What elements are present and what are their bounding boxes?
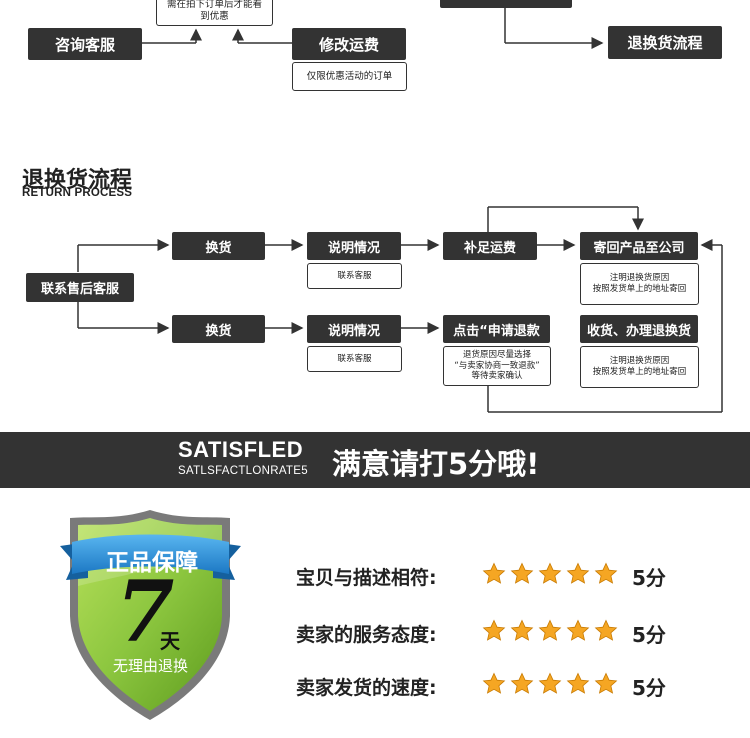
row1-shipping-box: 补足运费 [443,232,537,260]
return-flow-label: 退换货流程 [627,34,703,52]
satisfaction-banner [0,432,750,488]
banner-title-en: SATISFLED [178,437,304,462]
row2-apply-refund-box: 点击“申请退款 [443,315,550,343]
row1-send-back-note: 注明退换货原因 按照发货单上的地址寄回 [580,263,699,305]
star-icon [482,562,506,584]
rating-score-shipping: 5分 [632,676,666,700]
row2-receive-note: 注明退换货原因 按照发货单上的地址寄回 [580,346,699,388]
consult-service-label: 咨询客服 [54,35,115,54]
row1-shipping-label: 补足运费 [463,240,516,256]
star-icon [538,562,562,584]
discount-note-text: 需在拍下订单后才能看到优惠 [166,0,262,22]
star-icon [482,619,506,641]
shield-day-text: 天 [160,629,180,653]
shield-bottom-text: 无理由退换 [113,657,189,675]
star-icon [566,562,590,584]
row2-apply-note-text: 退货原因尽量选择 “与卖家协商一致退款” 等待卖家确认 [454,350,540,382]
rating-score-description: 5分 [632,566,666,590]
row1-explain-note-text: 联系客服 [337,270,372,281]
star-icon [510,619,534,641]
modify-shipping-note-text: 仅限优惠活动的订单 [306,70,393,82]
contact-aftersales-box: 联系售后客服 [26,273,134,302]
rating-label-shipping: 卖家发货的速度: [296,677,437,699]
discount-note: 需在拍下订单后才能看到优惠 [156,0,273,26]
row2-explain-box: 说明情况 [307,315,401,343]
row2-receive-note-text: 注明退换货原因 按照发货单上的地址寄回 [592,356,687,377]
modify-shipping-note: 仅限优惠活动的订单 [292,62,407,91]
row1-explain-box: 说明情况 [307,232,401,260]
consult-service-box: 咨询客服 [28,28,142,60]
row2-explain-note-text: 联系客服 [337,353,372,364]
star-icon [482,672,506,694]
star-icon [566,619,590,641]
rating-stars-service [482,619,618,643]
rating-score-service: 5分 [632,623,666,647]
modify-shipping-box: 修改运费 [292,28,406,60]
row2-apply-note: 退货原因尽量选择 “与卖家协商一致退款” 等待卖家确认 [443,346,551,386]
row2-explain-note: 联系客服 [307,346,402,372]
rating-label-description: 宝贝与描述相符: [296,567,437,589]
row1-send-back-box: 寄回产品至公司 [580,232,698,260]
star-icon [510,672,534,694]
banner-title-cn: 满意请打5分哦! [332,447,540,481]
row1-send-back-label: 寄回产品至公司 [593,240,685,256]
rating-label-service: 卖家的服务态度: [296,624,437,646]
row2-exchange-label: 换货 [205,323,232,339]
guarantee-shield-icon [60,510,241,720]
shield-ribbon-text: 正品保障 [106,550,198,576]
row2-exchange-box: 换货 [172,315,265,343]
row1-exchange-label: 换货 [205,240,232,256]
star-icon [566,672,590,694]
star-icon [538,619,562,641]
banner-subtitle-en: SATLSFACTLONRATE5 [178,465,308,477]
row1-exchange-box: 换货 [172,232,265,260]
row2-apply-refund-label: 点击“申请退款 [453,323,540,339]
star-icon [538,672,562,694]
row1-explain-label: 说明情况 [327,240,380,256]
row2-explain-label: 说明情况 [327,323,380,339]
star-icon [594,562,618,584]
star-icon [594,619,618,641]
star-icon [510,562,534,584]
rating-stars-description [482,562,618,586]
shield-big-number: 7 [116,562,175,661]
row1-explain-note: 联系客服 [307,263,402,289]
flow-connectors [77,8,723,413]
modify-shipping-label: 修改运费 [318,35,379,54]
contact-aftersales-label: 联系售后客服 [40,282,119,297]
rating-stars-shipping [482,672,618,696]
return-flow-box: 退换货流程 [608,26,722,59]
row2-receive-box: 收货、办理退换货 [580,315,698,343]
star-icon [594,672,618,694]
process-subtitle: RETURN PROCESS [22,187,133,199]
row1-send-back-note-text: 注明退换货原因 按照发货单上的地址寄回 [592,273,687,294]
top-partial-box [440,0,572,8]
process-title: 退换货流程 [22,168,133,193]
row2-receive-label: 收货、办理退换货 [586,323,691,339]
